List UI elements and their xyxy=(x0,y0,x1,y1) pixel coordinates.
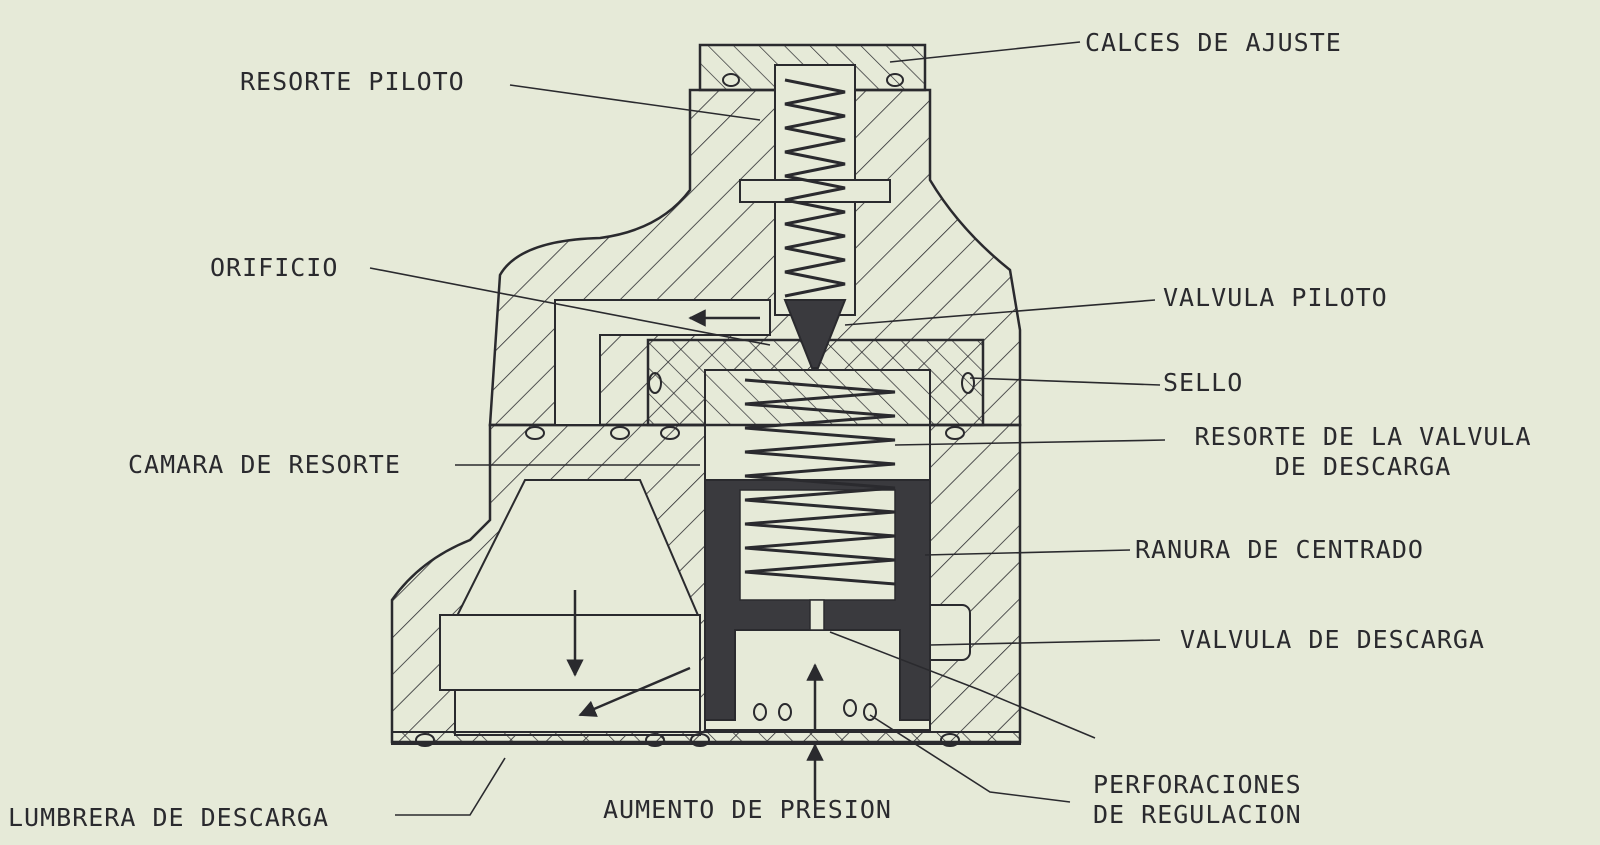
label-orificio: ORIFICIO xyxy=(210,253,339,282)
base-plate xyxy=(391,731,1021,745)
leader-lines xyxy=(369,41,1166,816)
label-perforaciones-line2: DE REGULACION xyxy=(1093,800,1302,829)
flow-arrows xyxy=(566,309,824,800)
pilot-spring xyxy=(784,78,846,298)
label-ranura-de-centrado: RANURA DE CENTRADO xyxy=(1135,535,1424,564)
seal-rings xyxy=(415,73,975,747)
label-lumbrera-de-descarga: LUMBRERA DE DESCARGA xyxy=(8,803,330,832)
label-resorte-valvula: RESORTE DE LA VALVULA DE DESCARGA xyxy=(1163,422,1563,482)
regulation-perforations xyxy=(753,699,877,721)
label-valvula-piloto: VALVULA PILOTO xyxy=(1163,283,1388,312)
label-resorte-piloto: RESORTE PILOTO xyxy=(240,67,465,96)
pilot-valve-cone xyxy=(783,299,847,369)
label-sello: SELLO xyxy=(1163,368,1244,397)
label-valvula-de-descarga: VALVULA DE DESCARGA xyxy=(1180,625,1485,654)
label-aumento-de-presion: AUMENTO DE PRESION xyxy=(603,795,892,824)
label-camara-de-resorte: CAMARA DE RESORTE xyxy=(128,450,401,479)
label-resorte-valvula-line1: RESORTE DE LA VALVULA xyxy=(1194,422,1532,451)
label-perforaciones: PERFORACIONES DE REGULACION xyxy=(1093,770,1302,830)
discharge-spring xyxy=(744,378,896,586)
label-calces-de-ajuste: CALCES DE AJUSTE xyxy=(1085,28,1342,57)
label-resorte-valvula-line2: DE DESCARGA xyxy=(1274,452,1452,481)
label-perforaciones-line1: PERFORACIONES xyxy=(1093,770,1302,799)
